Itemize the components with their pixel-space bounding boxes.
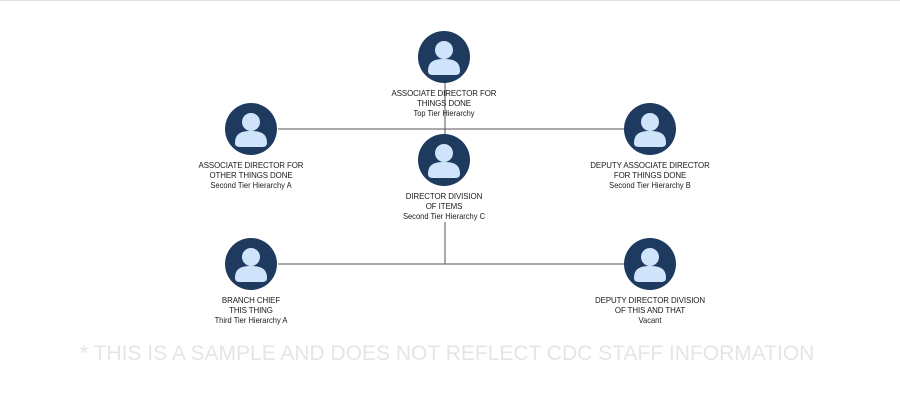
org-node-branch-chief[interactable]: BRANCH CHIEF THIS THING Third Tier Hiera… — [161, 237, 341, 326]
top-divider — [0, 0, 900, 1]
node-title: ASSOCIATE DIRECTOR FOR THINGS DONE — [391, 88, 497, 108]
node-title: DIRECTOR DIVISION OF ITEMS — [405, 191, 483, 211]
person-icon — [624, 103, 676, 155]
node-title: DEPUTY ASSOCIATE DIRECTOR FOR THINGS DON… — [590, 160, 710, 180]
org-node-deputy-director-division[interactable]: DEPUTY DIRECTOR DIVISION OF THIS AND THA… — [560, 237, 740, 326]
person-icon — [418, 134, 470, 186]
person-icon — [225, 103, 277, 155]
node-subtitle: Second Tier Hierarchy C — [402, 212, 486, 221]
node-title: BRANCH CHIEF THIS THING — [221, 295, 281, 315]
node-title: ASSOCIATE DIRECTOR FOR OTHER THINGS DONE — [198, 160, 304, 180]
person-icon — [225, 238, 277, 290]
org-node-associate-director-other-things[interactable]: ASSOCIATE DIRECTOR FOR OTHER THINGS DONE… — [161, 102, 341, 191]
org-node-director-division-items[interactable]: DIRECTOR DIVISION OF ITEMS Second Tier H… — [354, 133, 534, 222]
node-title: DEPUTY DIRECTOR DIVISION OF THIS AND THA… — [595, 295, 705, 315]
node-subtitle: Top Tier Hierarchy — [413, 109, 475, 118]
person-icon — [418, 31, 470, 83]
node-subtitle: Vacant — [638, 316, 662, 325]
node-subtitle: Third Tier Hierarchy A — [214, 316, 288, 325]
org-node-deputy-associate-director[interactable]: DEPUTY ASSOCIATE DIRECTOR FOR THINGS DON… — [560, 102, 740, 191]
node-subtitle: Second Tier Hierarchy A — [210, 181, 292, 190]
person-icon — [624, 238, 676, 290]
org-node-associate-director-things-done[interactable]: ASSOCIATE DIRECTOR FOR THINGS DONE Top T… — [354, 30, 534, 119]
sample-disclaimer: * THIS IS A SAMPLE AND DOES NOT REFLECT … — [80, 342, 815, 365]
node-subtitle: Second Tier Hierarchy B — [609, 181, 691, 190]
